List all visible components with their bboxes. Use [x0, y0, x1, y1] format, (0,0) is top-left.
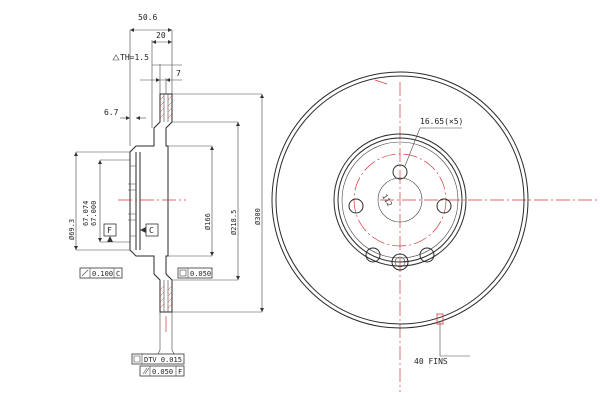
- dim-th: TH=1.5: [120, 53, 149, 62]
- dim-hub-bore-dia: Ø69.3: [68, 219, 76, 240]
- datum-f: F: [103, 223, 117, 242]
- hat-inner-circle: [337, 137, 463, 263]
- flatness-frame: 0.050: [177, 267, 213, 279]
- dim-bolt-holes: 16.65(×5): [420, 117, 463, 126]
- front-view: 16.65(×5) 112 40 FINS: [271, 71, 600, 392]
- bolt-hole: [419, 247, 435, 263]
- hat-outer-circle: [333, 133, 467, 267]
- bolt-hole: [348, 198, 364, 214]
- dim-d-outer: Ø300: [254, 208, 262, 225]
- dim-hub-bore-1: 67.074: [82, 201, 90, 226]
- dim-fins: 40 FINS: [414, 357, 448, 366]
- dim-rim: 7: [176, 69, 181, 78]
- svg-text:C: C: [116, 270, 120, 278]
- centerline-arrow: [374, 79, 388, 85]
- section-view: 50.6 20 TH=1.5 7 6.7 Ø166 Ø218.5 Ø300 Ø6…: [68, 13, 264, 377]
- dimension-lines: [74, 28, 264, 312]
- runout-icon: [81, 269, 89, 277]
- svg-text:0.050: 0.050: [190, 270, 211, 278]
- dim-bolt-pcd: 112: [380, 193, 393, 208]
- svg-text:0.050: 0.050: [152, 368, 173, 376]
- dim-flange: 6.7: [104, 108, 119, 117]
- fins-leader: [439, 322, 470, 357]
- disc-outer-edge: [271, 71, 529, 329]
- bolt-hole: [392, 164, 408, 180]
- section-hatch: [159, 95, 173, 309]
- svg-text:F: F: [107, 226, 112, 235]
- dim-width-total: 50.6: [138, 13, 157, 22]
- bolt-hole-leader: [404, 127, 462, 167]
- fin-marker: [436, 313, 444, 325]
- svg-text:F: F: [178, 368, 182, 376]
- th-triangle-icon: [112, 54, 120, 61]
- svg-text:DTV 0.015: DTV 0.015: [144, 356, 182, 364]
- dim-hat-depth: 20: [156, 31, 166, 40]
- svg-text:C: C: [149, 226, 154, 235]
- hat-wall: [135, 152, 141, 250]
- locator-hole: [391, 253, 409, 271]
- bolt-holes: [348, 164, 452, 271]
- dim-d-inner: Ø166: [204, 213, 212, 230]
- extension-lines: [76, 30, 262, 313]
- runout-frame: 0.100 C: [79, 267, 123, 279]
- datum-c: C: [140, 223, 159, 237]
- svg-text:0.100: 0.100: [92, 270, 113, 278]
- hat-face-circle: [341, 141, 459, 259]
- parallel-icon: [142, 367, 150, 375]
- dtv-frame: DTV 0.015: [131, 353, 185, 365]
- hub-bore: [377, 177, 423, 223]
- flatness-icon: [179, 269, 187, 277]
- dim-d-mid: Ø218.5: [230, 210, 238, 235]
- bolt-hole: [365, 247, 381, 263]
- disc-outer-rim: [275, 75, 525, 325]
- dim-hub-bore-2: 67.000: [90, 201, 98, 226]
- bolt-pcd-circle: [353, 153, 447, 247]
- bolt-hole: [436, 198, 452, 214]
- parallel-frame: 0.050 F: [139, 365, 185, 377]
